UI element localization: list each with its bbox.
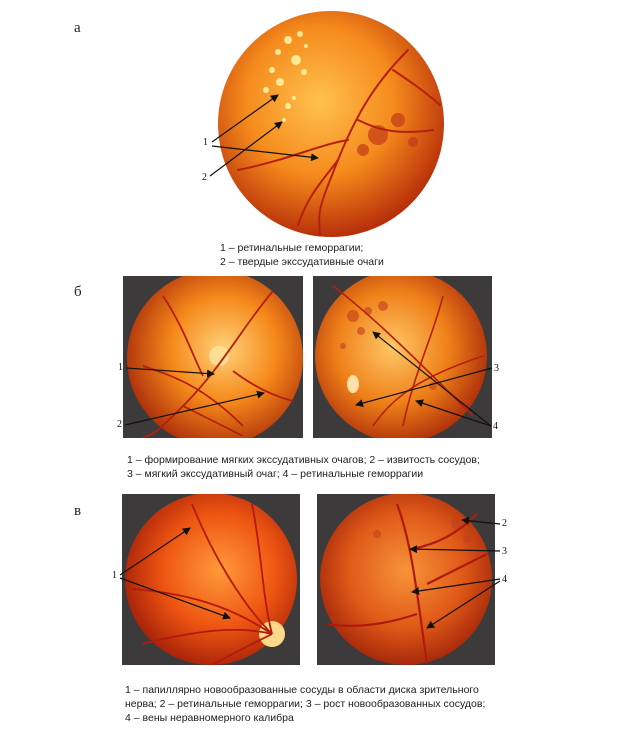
callout-b-1: 1 (118, 362, 123, 373)
caption-a: 1 – ретинальные геморрагии; 2 – твердые … (220, 241, 384, 269)
fundus-photo-c-right (317, 494, 495, 665)
callout-b-4: 4 (493, 421, 498, 432)
callout-b-2: 2 (117, 419, 122, 430)
panel-letter-b: б (74, 284, 82, 300)
caption-c-line-2: нерва; 2 – ретинальные геморрагии; 3 – р… (125, 698, 486, 710)
fundus-photo-c-left (122, 494, 300, 665)
caption-b-line-1: 1 – формирование мягких экссудативных оч… (127, 454, 480, 466)
callout-a-2: 2 (202, 172, 207, 183)
caption-c-line-3: 4 – вены неравномерного калибра (125, 712, 294, 724)
callout-c-2: 2 (502, 518, 507, 529)
callout-c-3: 3 (502, 546, 507, 557)
fundus-photo-a (208, 10, 455, 238)
caption-c-line-1: 1 – папиллярно новообразованные сосуды в… (125, 684, 479, 696)
panel-letter-a: а (74, 20, 81, 36)
caption-c: 1 – папиллярно новообразованные сосуды в… (125, 683, 485, 725)
panel-letter-c: в (74, 503, 82, 519)
callout-c-4: 4 (502, 574, 507, 585)
caption-a-line-1: 1 – ретинальные геморрагии; (220, 242, 364, 254)
caption-b: 1 – формирование мягких экссудативных оч… (127, 453, 480, 481)
callout-b-3: 3 (494, 363, 499, 374)
fundus-photo-b-left (123, 276, 303, 438)
fundus-photo-b-right (313, 276, 492, 438)
callout-a-1: 1 (203, 137, 208, 148)
callout-c-1: 1 (112, 570, 117, 581)
caption-b-line-2: 3 – мягкий экссудативный очаг; 4 – ретин… (127, 468, 424, 480)
caption-a-line-2: 2 – твердые экссудативные очаги (220, 256, 384, 268)
